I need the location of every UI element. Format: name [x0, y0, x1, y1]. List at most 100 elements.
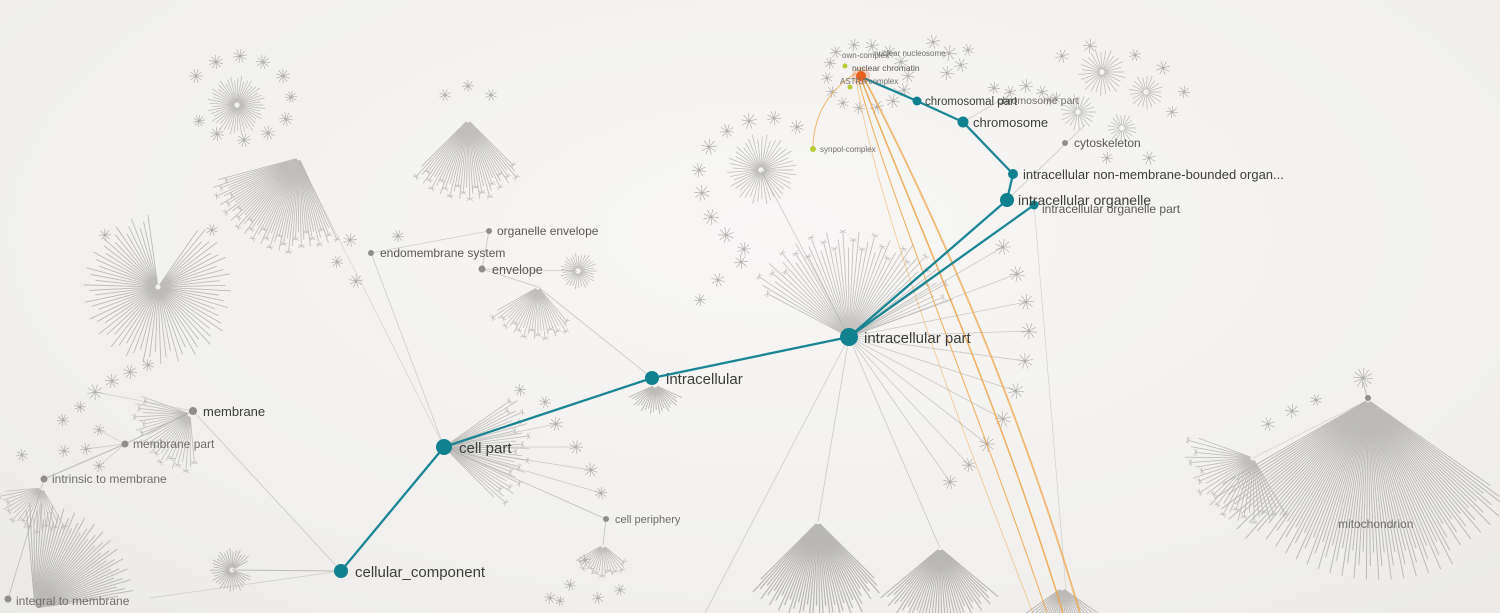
graph-node-nucleosome-hub[interactable]: [856, 71, 866, 81]
cluster-fan: [575, 546, 627, 578]
highlight-edge-selected: [864, 77, 919, 103]
node-burst: [74, 401, 87, 413]
graph-node-cellular-component[interactable]: [334, 564, 348, 578]
graph-edge: [231, 569, 342, 572]
node-label-envelope: envelope: [492, 263, 543, 277]
annotation-label: nuclear chromatin: [852, 63, 920, 73]
cluster-fan: [83, 215, 232, 364]
node-burst: [926, 35, 940, 49]
orange-edges-layer: [812, 72, 1081, 613]
node-burst: [548, 416, 563, 431]
graph-edge: [962, 94, 1011, 123]
graph-node-complex-a[interactable]: [842, 63, 848, 69]
annotation-label: own-complex: [842, 51, 889, 60]
node-burst: [720, 124, 734, 139]
node-burst: [1036, 86, 1048, 98]
graph-edge: [443, 423, 557, 448]
graph-node-mitochondrion[interactable]: [1365, 395, 1371, 401]
cluster-fan: [560, 253, 597, 290]
graph-node-cell-periphery[interactable]: [603, 516, 609, 522]
graph-node-intracellular-organelle-part[interactable]: [1029, 200, 1039, 210]
graph-edge: [370, 230, 490, 254]
graph-node-membrane[interactable]: [189, 407, 197, 415]
graph-node-chromosome[interactable]: [957, 116, 969, 128]
graph-edge: [192, 410, 342, 572]
graph-node-intracellular-part[interactable]: [840, 328, 858, 346]
node-label-intrinsic-to-membrane: intrinsic to membrane: [52, 472, 167, 486]
node-burst: [461, 79, 475, 93]
graph-edge: [85, 443, 126, 450]
node-burst: [93, 460, 105, 472]
node-burst: [569, 440, 584, 454]
node-label-cytoskeleton: cytoskeleton: [1074, 136, 1141, 150]
node-burst: [1021, 323, 1037, 340]
node-burst: [614, 584, 626, 596]
node-burst: [789, 120, 804, 134]
graph-edge: [370, 252, 445, 448]
node-burst: [1353, 368, 1373, 388]
graph-node-intracellular[interactable]: [645, 371, 659, 385]
node-burst: [1100, 151, 1114, 165]
node-label-intracellular-organelle: intracellular organelle: [1018, 192, 1151, 208]
graph-node-envelope[interactable]: [478, 265, 486, 273]
node-label-cell-periphery: cell periphery: [615, 514, 681, 526]
highlight-edge-selected: [442, 376, 654, 449]
graph-node-organelle-envelope[interactable]: [486, 228, 492, 234]
node-burst: [941, 45, 957, 61]
graph-node-membrane-part[interactable]: [121, 440, 129, 448]
node-label-endomembrane-system: endomembrane system: [380, 246, 505, 260]
node-burst: [853, 102, 865, 114]
node-burst: [694, 294, 706, 306]
graph-edge: [481, 268, 579, 272]
graph-edge: [298, 159, 445, 448]
highlight-edge-selected: [847, 203, 1036, 339]
node-burst: [979, 436, 996, 452]
node-burst: [539, 396, 551, 408]
graph-node-endomembrane-system[interactable]: [368, 250, 374, 256]
node-burst: [210, 127, 224, 141]
graph-edge: [7, 478, 45, 600]
node-burst: [1156, 61, 1170, 75]
graph-edge: [848, 336, 1026, 362]
graph-edge: [481, 268, 539, 288]
node-burst: [943, 474, 958, 489]
graph-node-intracellular-organelle[interactable]: [1000, 193, 1014, 207]
graph-node-cytoskeleton[interactable]: [1062, 140, 1068, 146]
node-burst: [865, 39, 879, 53]
graph-node-chromosomal-part[interactable]: [912, 96, 922, 106]
graph-edge: [602, 518, 607, 546]
graph-node-integral-to-membrane[interactable]: [4, 595, 12, 603]
node-burst: [734, 255, 748, 269]
graph-node-intrinsic-to-membrane[interactable]: [40, 475, 48, 483]
graph-edge: [94, 391, 194, 412]
node-burst: [1017, 352, 1033, 369]
node-burst: [284, 91, 298, 103]
bursts-layer: [16, 35, 1373, 606]
gray-edges-layer: [7, 87, 1369, 613]
graph-node-synpol-complex[interactable]: [810, 146, 816, 152]
highlight-edge-orange: [855, 77, 1034, 613]
graph-edge: [98, 443, 126, 467]
node-burst: [1043, 94, 1055, 106]
graph-edge: [443, 446, 602, 494]
graph-node-intracellular-nmb-organelle[interactable]: [1008, 169, 1018, 179]
graph-node-cell-part[interactable]: [436, 439, 452, 455]
node-burst: [98, 228, 112, 242]
cluster-fan: [752, 523, 880, 613]
highlight-edge-selected: [339, 445, 446, 573]
cluster-fan: [1214, 401, 1500, 580]
node-burst: [882, 45, 896, 59]
node-burst: [579, 554, 591, 566]
node-burst: [1019, 79, 1033, 93]
node-burst: [1142, 151, 1156, 165]
node-burst: [236, 133, 252, 147]
node-burst: [717, 227, 734, 243]
node-burst: [954, 58, 968, 72]
highlight-edge-orange: [857, 77, 1048, 613]
graph-node-complex-b[interactable]: [847, 84, 853, 90]
node-burst: [826, 86, 838, 98]
graph-edge: [43, 443, 126, 480]
